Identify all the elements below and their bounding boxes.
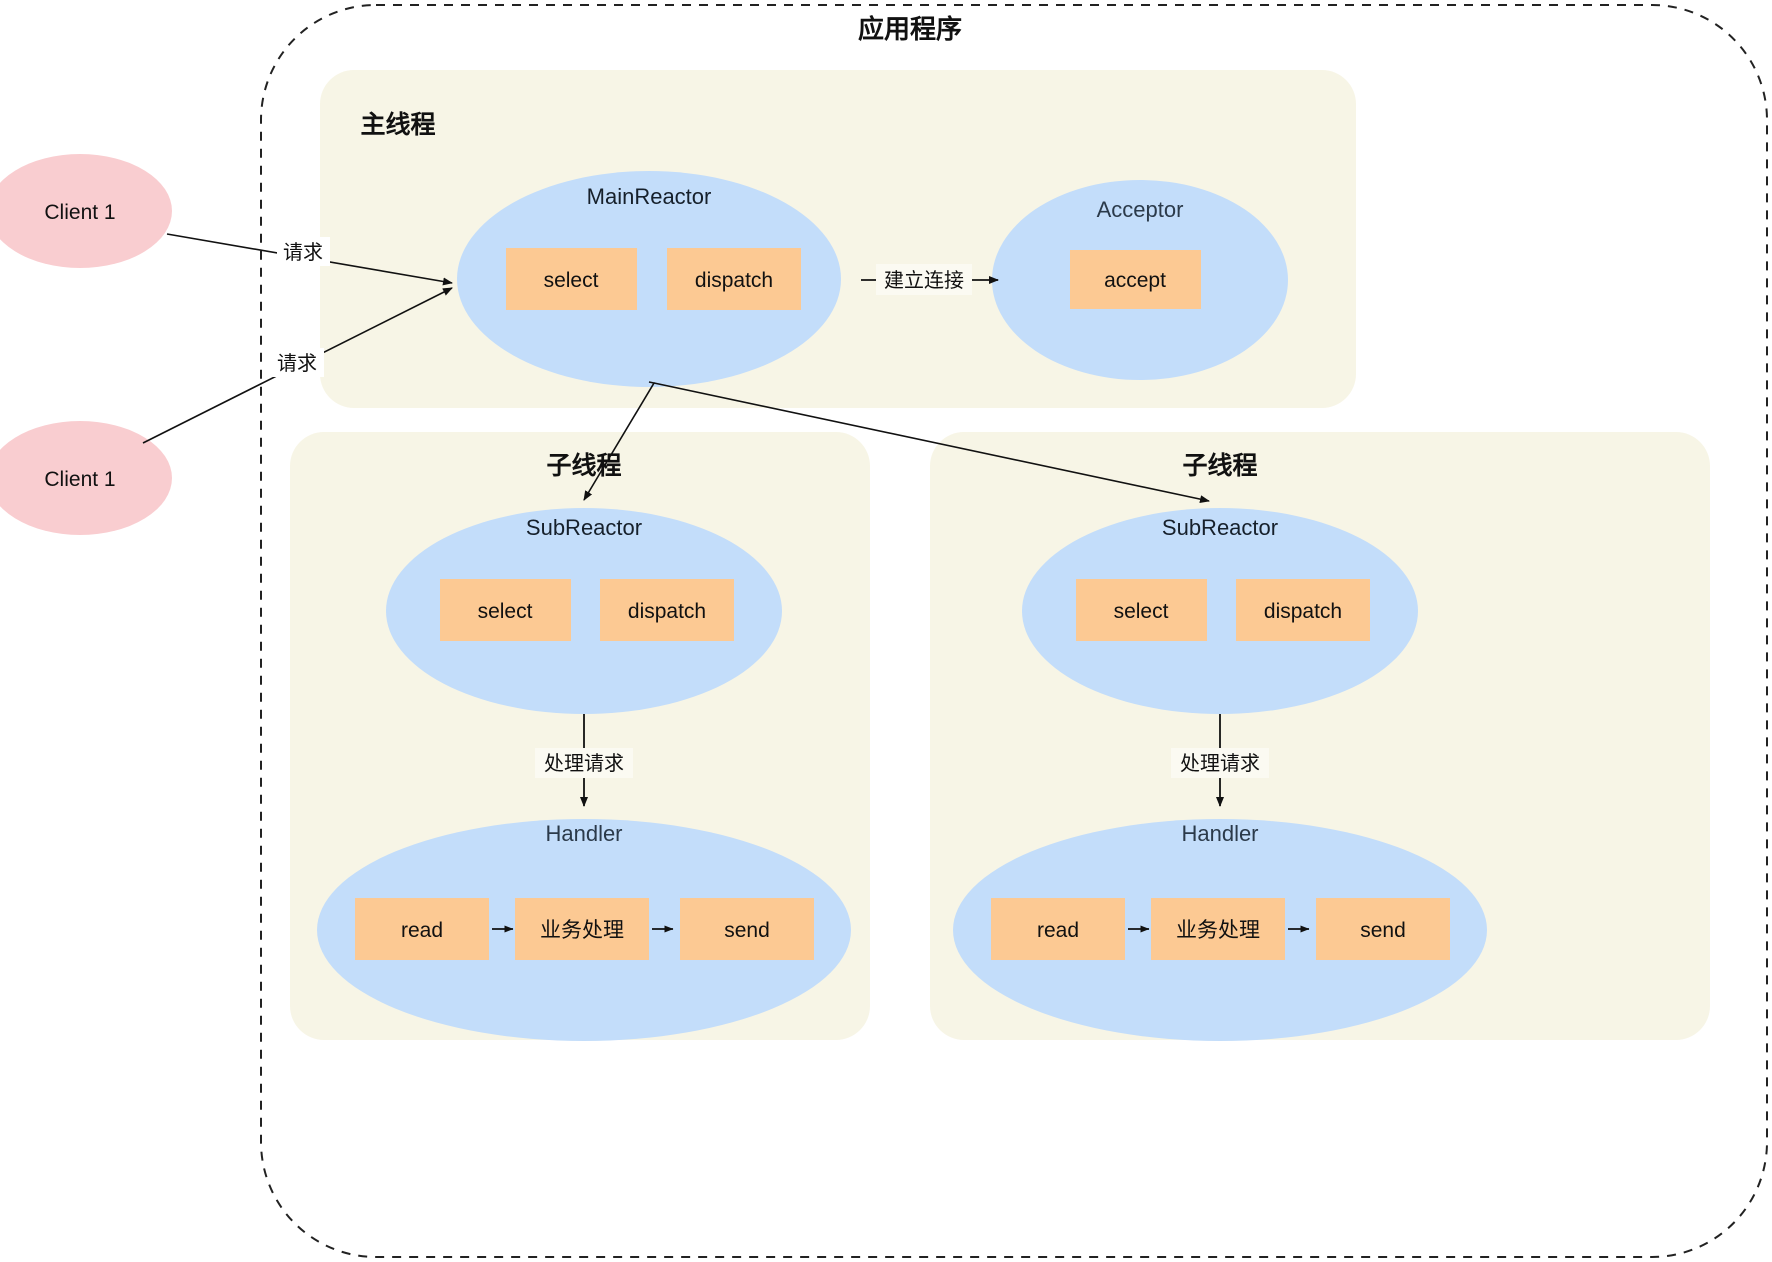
- edge-establish-connection-label-bg: [876, 264, 972, 295]
- sub-reactor-ellipse-2: [1022, 508, 1418, 714]
- handler-1-box-read[interactable]: [355, 898, 489, 960]
- sub-thread-title-1: 子线程: [546, 451, 621, 480]
- edge-handle-request-1-label: 处理请求: [544, 751, 624, 775]
- main-reactor-box-select[interactable]: [506, 248, 637, 310]
- edge-handle-request-2-label-bg: [1171, 748, 1269, 778]
- sub-reactor-label-2: SubReactor: [1162, 515, 1278, 540]
- client-ellipse-1[interactable]: [0, 154, 172, 268]
- edge-dispatch-to-sub-2: [653, 382, 1210, 504]
- main-reactor-box-dispatch[interactable]: [667, 248, 801, 310]
- handler-1-box-business[interactable]: [515, 898, 649, 960]
- main-thread-title: 主线程: [360, 110, 435, 139]
- edge-request-2-label: 请求: [277, 351, 317, 375]
- handler-label-1: Handler: [545, 821, 622, 846]
- handler-1-box-send[interactable]: [680, 898, 814, 960]
- sub-reactor-1-box-dispatch[interactable]: [600, 579, 734, 641]
- main-reactor-box-dispatch-label: dispatch: [695, 269, 773, 292]
- handler-label-2: Handler: [1181, 821, 1258, 846]
- acceptor-box-accept-label: accept: [1104, 269, 1166, 292]
- sub-reactor-label-1: SubReactor: [526, 515, 642, 540]
- handler-2-box-business[interactable]: [1151, 898, 1285, 960]
- sub-reactor-1-box-select[interactable]: [440, 579, 571, 641]
- client-label-2: Client 1: [44, 468, 115, 491]
- acceptor-box-accept[interactable]: [1070, 250, 1201, 309]
- handler-1-box-business-label: 业务处理: [540, 918, 624, 942]
- edge-request-2-label-bg: [271, 348, 324, 377]
- main-reactor-label: MainReactor: [587, 184, 712, 209]
- handler-1-box-send-label: send: [724, 919, 770, 942]
- sub-thread-title-2: 子线程: [1182, 451, 1257, 480]
- sub-reactor-2-box-dispatch-label: dispatch: [1264, 600, 1342, 623]
- main-reactor-box-select-label: select: [544, 269, 599, 292]
- main-reactor-ellipse: [457, 171, 841, 387]
- sub-reactor-ellipse-1: [386, 508, 782, 714]
- handler-2-box-read-label: read: [1037, 919, 1079, 942]
- handler-2-box-send-label: send: [1360, 919, 1406, 942]
- handler-1-box-read-label: read: [401, 919, 443, 942]
- edge-request-1-label: 请求: [283, 240, 323, 264]
- sub-reactor-2-box-select-label: select: [1114, 600, 1169, 623]
- handler-2-box-send[interactable]: [1316, 898, 1450, 960]
- edge-handle-request-1-label-bg: [535, 748, 633, 778]
- sub-reactor-2-box-select[interactable]: [1076, 579, 1207, 641]
- acceptor-label: Acceptor: [1097, 197, 1184, 222]
- application-boundary: [260, 4, 1768, 1258]
- handler-2-box-read[interactable]: [991, 898, 1125, 960]
- edge-handle-request-2-label: 处理请求: [1180, 751, 1260, 775]
- application-title: 应用程序: [858, 14, 962, 45]
- client-ellipse-2[interactable]: [0, 421, 172, 535]
- edge-request-1-label-bg: [277, 237, 330, 266]
- edge-establish-connection-label: 建立连接: [884, 268, 964, 292]
- sub-reactor-1-box-dispatch-label: dispatch: [628, 600, 706, 623]
- sub-reactor-1-box-select-label: select: [478, 600, 533, 623]
- client-label-1: Client 1: [44, 201, 115, 224]
- sub-reactor-2-box-dispatch[interactable]: [1236, 579, 1370, 641]
- handler-2-box-business-label: 业务处理: [1176, 918, 1260, 942]
